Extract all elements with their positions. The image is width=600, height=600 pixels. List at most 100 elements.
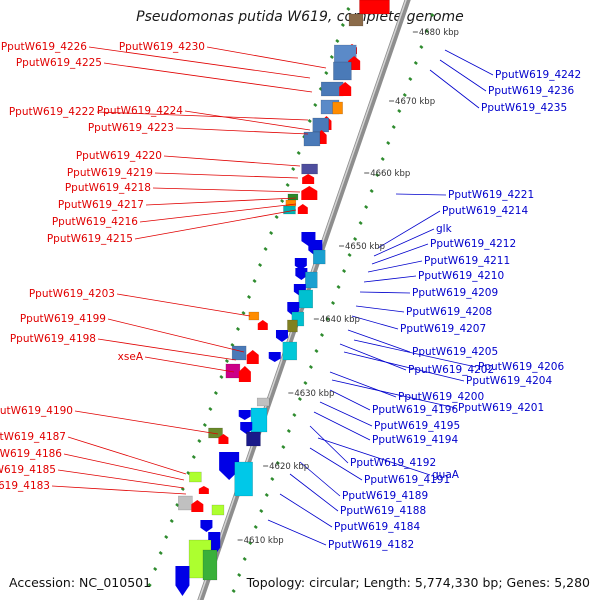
gene-feature — [246, 431, 261, 447]
gene-feature — [231, 345, 247, 361]
forward-gene-label: PputW619_4219 — [67, 167, 153, 179]
gc-dash — [391, 125, 396, 129]
forward-gene-label: PputW619_4225 — [16, 57, 102, 69]
gc-dash — [424, 29, 429, 33]
label-leader-line — [371, 243, 429, 265]
gc-dash — [308, 365, 313, 369]
label-leader-line — [154, 172, 299, 179]
label-leader-line — [184, 110, 311, 131]
gc-dash — [191, 455, 196, 459]
reverse-gene-arrow — [275, 330, 288, 342]
gc-dash — [252, 279, 257, 283]
label-leader-line — [367, 260, 423, 273]
gc-dash — [175, 503, 180, 507]
gc-dash — [186, 471, 191, 475]
gc-dash — [419, 45, 424, 49]
reverse-gene-label: PputW619_4194 — [372, 434, 458, 446]
gc-dash — [286, 429, 291, 433]
forward-gene-label: xseA — [118, 351, 144, 363]
gene-feature — [208, 427, 223, 439]
tick-label: 4650 kbp — [345, 242, 385, 252]
reverse-gene-label: PputW619_4191 — [364, 474, 450, 486]
gc-dash — [325, 317, 330, 321]
gc-dash — [397, 109, 402, 113]
label-leader-line — [88, 46, 311, 79]
gc-dash — [253, 525, 258, 529]
reverse-gene-label: PputW619_4195 — [374, 420, 460, 432]
gc-dash — [219, 375, 224, 379]
forward-gene-label: PputW619_4223 — [88, 122, 174, 134]
label-leader-line — [103, 62, 313, 93]
label-leader-line — [319, 401, 373, 427]
gc-dash — [430, 13, 435, 17]
gc-dash — [408, 77, 413, 81]
gc-dash — [269, 231, 274, 235]
reverse-gene-label: PputW619_4206 — [478, 361, 564, 373]
label-leader-line — [339, 343, 407, 371]
forward-gene-label: PputW619_4230 — [119, 41, 205, 53]
reverse-gene-label: PputW619_4207 — [400, 323, 486, 335]
label-leader-line — [363, 275, 417, 283]
gene-feature — [189, 471, 202, 483]
gene-feature — [248, 311, 260, 321]
tick-label: 4660 kbp — [370, 169, 410, 179]
reverse-gene-label: PputW619_4209 — [412, 287, 498, 299]
forward-gene-label: PputW619_4218 — [65, 182, 151, 194]
forward-gene-label: PputW619_4226 — [1, 41, 87, 53]
reverse-gene-arrow — [200, 520, 213, 532]
label-leader-line — [96, 111, 309, 121]
gc-dash — [246, 295, 252, 299]
gc-dash — [336, 285, 341, 289]
forward-gene-label: PputW619_4224 — [97, 105, 183, 117]
label-leader-line — [299, 461, 341, 497]
forward-gene-arrow — [302, 174, 315, 184]
forward-gene-arrow — [218, 434, 229, 444]
gc-dash — [335, 39, 340, 43]
forward-gene-arrow — [301, 186, 318, 200]
label-leader-line — [97, 338, 237, 361]
gene-feature — [348, 13, 364, 27]
gc-dash — [248, 541, 253, 545]
forward-gene-label: PputW619_4187 — [0, 431, 66, 443]
label-leader-line — [353, 339, 477, 368]
reverse-gene-label: guaA — [432, 469, 460, 481]
label-leader-line — [373, 228, 435, 257]
label-leader-line — [175, 127, 309, 135]
label-leader-line — [74, 410, 219, 435]
tick-label: 4610 kbp — [244, 536, 284, 546]
reverse-gene-arrow — [295, 268, 308, 280]
forward-gene-label: PputW619_4220 — [76, 150, 162, 162]
forward-gene-arrow — [297, 204, 308, 214]
reverse-gene-label: PputW619_4236 — [488, 85, 574, 97]
reverse-gene-label: PputW619_4221 — [448, 189, 534, 201]
label-leader-line — [139, 203, 297, 223]
gc-dash — [263, 247, 268, 251]
gc-dash — [358, 221, 363, 225]
gc-dash — [386, 141, 391, 145]
gc-dash — [346, 7, 351, 11]
label-leader-line — [152, 187, 301, 193]
gc-dash — [158, 551, 163, 555]
label-leader-line — [279, 493, 333, 528]
label-leader-line — [317, 437, 431, 476]
label-leader-line — [329, 389, 371, 411]
reverse-gene-label: PputW619_4235 — [481, 102, 567, 114]
label-leader-line — [145, 197, 297, 206]
gc-dash — [324, 71, 329, 75]
label-leader-line — [329, 371, 397, 398]
tick-label: 4620 kbp — [269, 462, 309, 472]
reverse-gene-arrow — [219, 452, 240, 480]
label-leader-line — [57, 469, 185, 489]
feature-track — [175, 0, 390, 596]
forward-gene-label: PputW619_4198 — [10, 333, 96, 345]
gene-feature — [312, 249, 326, 265]
gc-dash — [281, 445, 286, 449]
reverse-gene-label: PputW619_4189 — [342, 490, 428, 502]
reverse-gene-label: PputW619_4201 — [458, 402, 544, 414]
forward-gene-label: PputW619_4190 — [0, 405, 73, 417]
gene-feature — [298, 289, 313, 309]
label-leader-line — [67, 436, 187, 475]
gene-feature — [250, 407, 268, 433]
forward-gene-label: PputW619_4203 — [29, 288, 115, 300]
